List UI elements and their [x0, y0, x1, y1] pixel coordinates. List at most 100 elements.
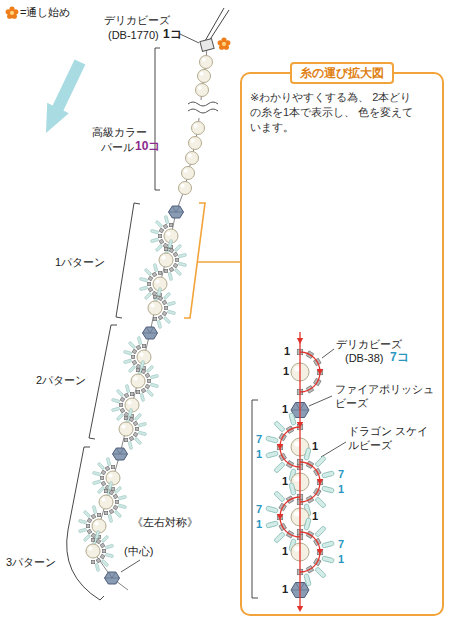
part-name: ドラゴン スケイルビーズ: [348, 424, 434, 452]
delica-bead: [131, 355, 134, 358]
pearl-bead: [179, 182, 192, 195]
delica-bead: [105, 466, 110, 471]
pearl-highlight: [294, 441, 299, 446]
dragon-scale-bead: [118, 495, 126, 500]
delica-bead: [152, 272, 157, 277]
part-name: 高級カラー: [92, 126, 147, 139]
dragon-scale-bead: [157, 320, 162, 328]
dragon-scale-bead: [125, 384, 130, 392]
delica-bead: [164, 306, 167, 309]
delica-bead: [148, 287, 153, 292]
thread-arrowhead: [277, 444, 283, 450]
part-name: パール: [101, 141, 134, 154]
dragon-scale-bead: [150, 229, 158, 234]
dragon-scale-bead: [95, 563, 100, 571]
pattern-bracket: [116, 203, 140, 318]
delica-bead: [96, 558, 101, 563]
dragon-scale-bead: [116, 413, 124, 421]
dragon-scale-bead: [315, 567, 327, 579]
count-label: 7コ: [390, 351, 409, 364]
delica-cube-bead: [200, 39, 214, 52]
delica-bead: [173, 263, 178, 268]
dragon-scale-bead: [174, 268, 182, 276]
delica-bead: [104, 511, 107, 514]
callout-number: 1: [254, 518, 264, 531]
bead-facet: [113, 448, 128, 454]
dragon-scale-bead: [155, 244, 163, 252]
dragon-scale-bead: [157, 287, 162, 295]
dragon-scale-bead: [114, 510, 122, 518]
legend-note: =通し始め: [20, 6, 70, 19]
pearl-bead: [86, 544, 100, 558]
dragon-scale-bead: [178, 262, 186, 267]
delica-bead: [317, 549, 323, 555]
leader-line: [180, 34, 199, 43]
delica-bead: [158, 296, 163, 301]
delica-bead: [115, 500, 118, 503]
dragon-scale-bead: [266, 506, 279, 513]
delica-bead: [113, 505, 118, 510]
delica-bead: [100, 543, 105, 548]
dragon-scale-bead: [289, 483, 296, 496]
thread-arrowhead: [317, 479, 323, 485]
pearl-highlight: [188, 154, 192, 158]
pearl-highlight: [198, 86, 202, 90]
dragon-scale-bead: [128, 365, 136, 373]
delica-bead: [164, 269, 167, 272]
callout-number: 7: [336, 468, 346, 481]
delica-bead: [175, 258, 178, 261]
delica-bead: [317, 369, 323, 375]
dragon-scale-bead: [178, 253, 186, 258]
thread-path: [300, 532, 320, 572]
pearl-highlight: [294, 476, 299, 481]
dragon-scale-bead: [168, 272, 173, 280]
thread-arrowhead: [297, 338, 303, 344]
leader-line: [322, 349, 334, 358]
dragon-scale-bead: [108, 481, 113, 489]
pearl-bead: [189, 137, 202, 150]
delica-bead: [109, 509, 114, 514]
delica-bead: [136, 390, 139, 393]
start-flower: [6, 6, 19, 18]
pearl-highlight: [294, 366, 299, 371]
delica-bead: [86, 524, 89, 527]
dragon-scale-bead: [174, 244, 182, 252]
callout-number: 1: [310, 510, 320, 523]
delica-bead: [97, 513, 100, 516]
dragon-scale-bead: [153, 263, 158, 271]
delica-bead: [124, 393, 129, 398]
dragon-scale-bead: [140, 360, 145, 368]
callout-bracket: [184, 203, 205, 318]
callout-number: 1: [282, 345, 292, 358]
dragon-scale-bead: [97, 486, 105, 494]
pearl-bracket: [155, 48, 160, 190]
dragon-scale-bead: [83, 534, 91, 542]
delica-bead: [111, 487, 114, 490]
count-label: 1コ: [163, 28, 182, 41]
bead-facet: [143, 327, 158, 333]
dragon-scale-bead: [289, 413, 296, 426]
count-label: 10コ: [135, 140, 160, 153]
dragon-scale-bead: [315, 526, 327, 538]
delica-bead: [159, 239, 164, 244]
callout-number: 1: [310, 440, 320, 453]
pearl-bead: [148, 301, 162, 315]
dragon-scale-bead: [144, 268, 152, 276]
delica-bead: [145, 384, 150, 389]
pearl-bead: [198, 70, 211, 83]
pattern-bracket: [89, 325, 117, 439]
dragon-scale-bead: [123, 359, 131, 364]
break-mark: [188, 102, 218, 113]
pearl-highlight: [94, 521, 98, 525]
delica-bead: [113, 494, 118, 499]
part-code: (DB-1770): [108, 29, 159, 42]
pearl-highlight: [150, 303, 154, 307]
delica-bead: [164, 247, 167, 250]
dragon-scale-bead: [105, 553, 113, 558]
dragon-scale-bead: [322, 556, 335, 563]
pearl-highlight: [294, 511, 299, 516]
pattern-label: 1パターン: [55, 256, 105, 269]
delica-bead: [169, 248, 174, 253]
dragon-scale-bead: [95, 530, 100, 538]
delica-bead: [102, 549, 105, 552]
